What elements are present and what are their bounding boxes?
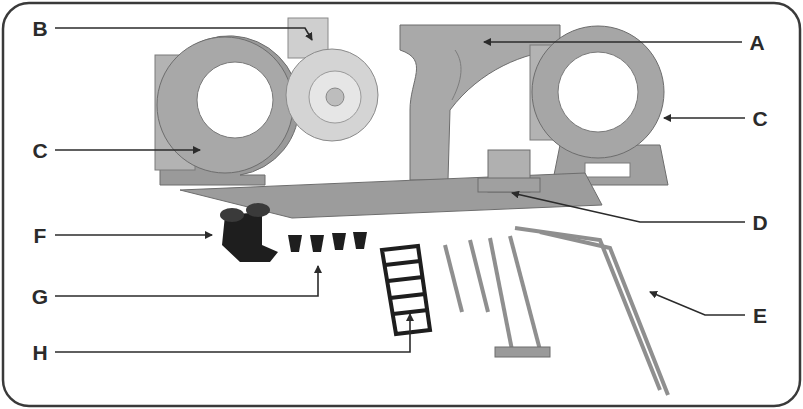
y-fitting bbox=[220, 203, 278, 262]
ladder-grid bbox=[382, 246, 430, 334]
blower-fan bbox=[286, 18, 378, 141]
callout-letter: G bbox=[32, 286, 48, 307]
callout-letter: B bbox=[32, 18, 47, 39]
fittings bbox=[288, 232, 367, 252]
callout-letter: D bbox=[752, 212, 767, 233]
support-rods bbox=[445, 228, 668, 395]
leader-lines bbox=[55, 28, 745, 352]
callout-letter: C bbox=[32, 140, 47, 161]
callout-letter: A bbox=[749, 32, 764, 53]
callout-letter: C bbox=[752, 108, 767, 129]
callout-letter: F bbox=[34, 225, 47, 246]
callout-letter: E bbox=[753, 305, 767, 326]
blower-housing bbox=[530, 26, 668, 185]
blower-housing bbox=[155, 36, 299, 185]
callout-letter: H bbox=[32, 342, 47, 363]
frame bbox=[3, 3, 800, 406]
base-plate bbox=[180, 150, 602, 218]
